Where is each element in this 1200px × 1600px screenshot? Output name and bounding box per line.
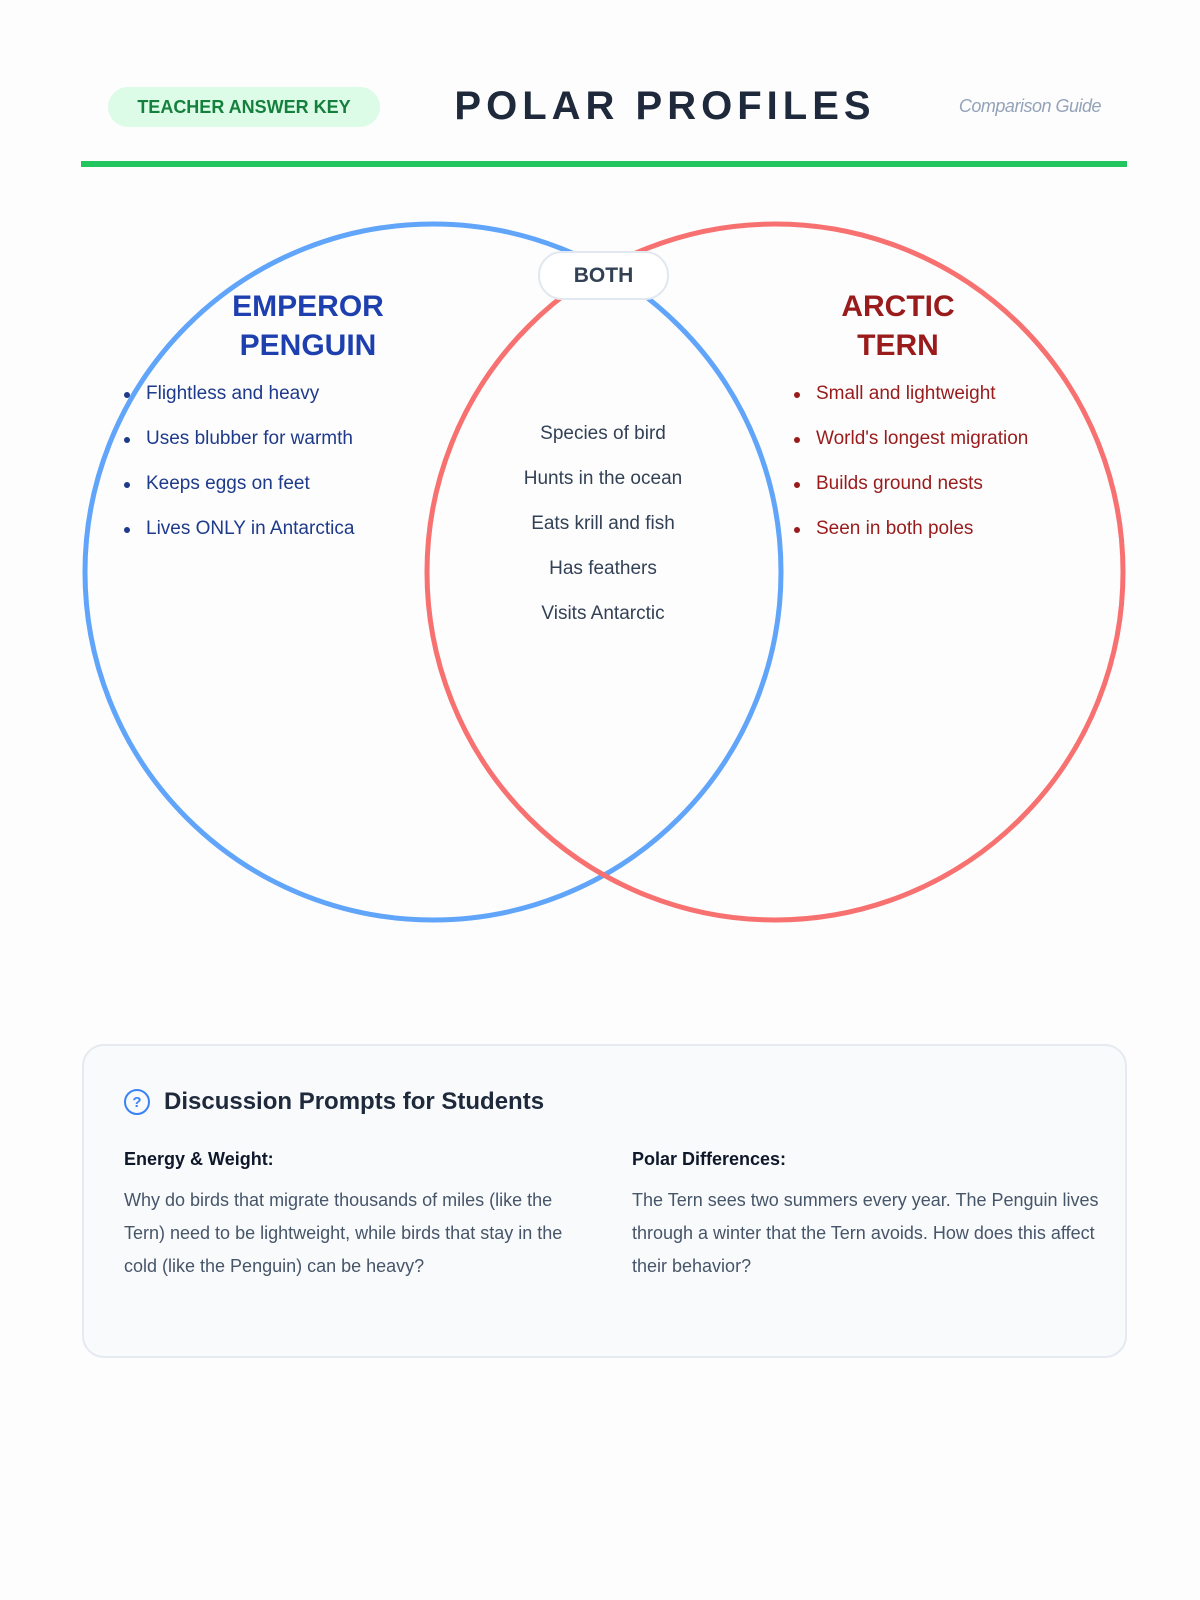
penguin-heading: EMPEROR PENGUIN <box>158 287 458 365</box>
list-item: Eats krill and fish <box>531 513 675 534</box>
list-item: Flightless and heavy <box>124 382 354 427</box>
prompt-heading: Polar Differences: <box>632 1149 787 1169</box>
prompt-text: The Tern sees two summers every year. Th… <box>632 1190 1099 1276</box>
penguin-heading-line1: EMPEROR <box>232 290 384 323</box>
shared-traits: Species of bird Hunts in the ocean Eats … <box>453 422 753 647</box>
page-title: POLAR PROFILES <box>454 84 876 128</box>
list-item: Has feathers <box>549 558 657 579</box>
prompt-polar: Polar Differences: The Tern sees two sum… <box>632 1149 1102 1283</box>
page-subtitle: Comparison Guide <box>958 96 1102 116</box>
both-label: BOTH <box>538 251 669 300</box>
tern-heading-line1: ARCTIC <box>841 290 955 323</box>
venn-diagram <box>82 221 1126 923</box>
discussion-heading: ? Discussion Prompts for Students <box>124 1088 544 1116</box>
list-item: Keeps eggs on feet <box>124 472 354 517</box>
prompt-energy: Energy & Weight: Why do birds that migra… <box>124 1149 594 1283</box>
list-item: Lives ONLY in Antarctica <box>124 517 354 562</box>
discussion-title: Discussion Prompts for Students <box>164 1088 545 1115</box>
penguin-circle <box>82 221 784 923</box>
tern-circle <box>424 221 1126 923</box>
list-item: Small and lightweight <box>794 382 1028 427</box>
list-item: Uses blubber for warmth <box>124 427 354 472</box>
header-divider <box>81 161 1127 167</box>
answer-key-badge: TEACHER ANSWER KEY <box>108 87 380 127</box>
list-item: Seen in both poles <box>794 517 1028 562</box>
penguin-heading-line2: PENGUIN <box>239 329 377 362</box>
prompt-heading: Energy & Weight: <box>124 1149 274 1169</box>
list-item: Species of bird <box>540 423 666 444</box>
list-item: Builds ground nests <box>794 472 1028 517</box>
tern-heading-line2: TERN <box>857 329 939 362</box>
tern-traits: Small and lightweight World's longest mi… <box>794 382 1028 562</box>
list-item: Hunts in the ocean <box>523 468 683 489</box>
penguin-traits: Flightless and heavy Uses blubber for wa… <box>124 382 354 562</box>
list-item: World's longest migration <box>794 427 1028 472</box>
tern-heading: ARCTIC TERN <box>748 287 1048 365</box>
prompt-text: Why do birds that migrate thousands of m… <box>124 1190 563 1276</box>
list-item: Visits Antarctic <box>541 603 665 624</box>
discussion-card: ? Discussion Prompts for Students Energy… <box>82 1044 1127 1358</box>
question-circle-icon: ? <box>124 1089 150 1115</box>
